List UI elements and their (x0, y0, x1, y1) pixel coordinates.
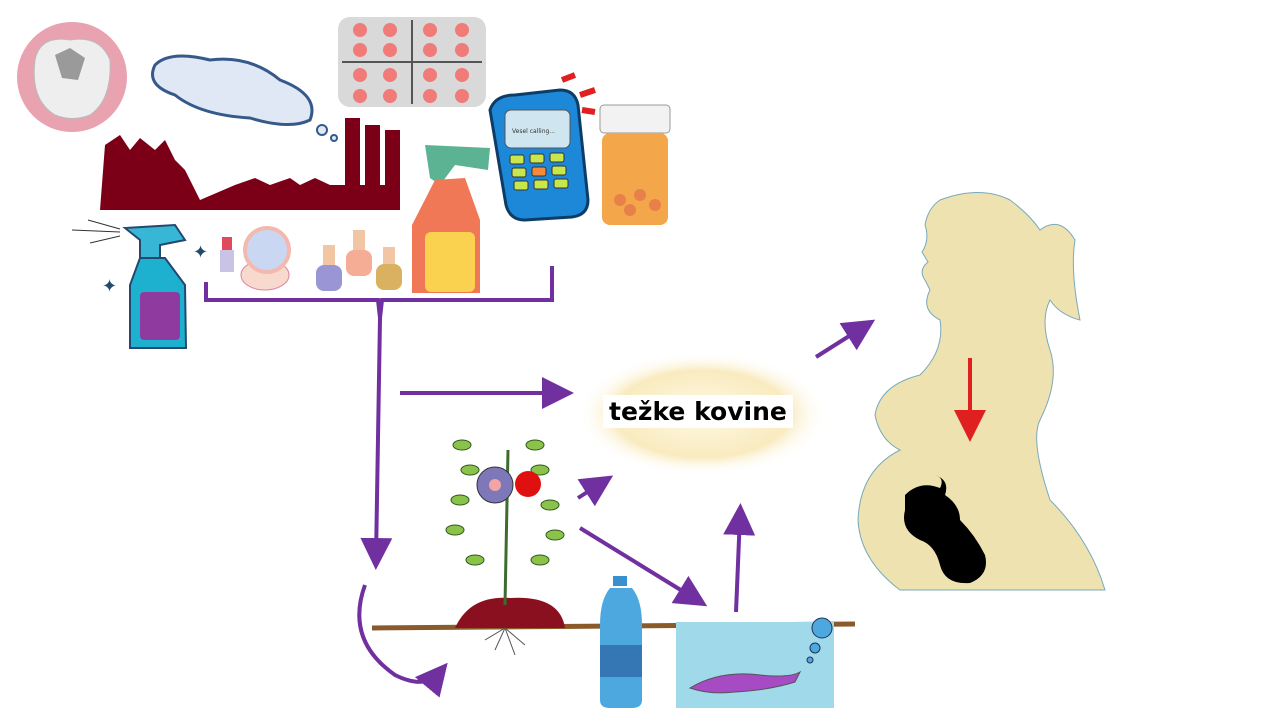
arrow-to-soil (360, 317, 393, 570)
phone-screen-text: Vesel calling... (512, 128, 555, 135)
cosmetics-icon (220, 226, 402, 291)
mobile-phone-icon: Vesel calling... (488, 72, 596, 222)
dental-filling-icon (17, 22, 127, 132)
factory-icon (100, 118, 400, 210)
fetus-icon (904, 475, 986, 584)
svg-text:✦: ✦ (193, 242, 208, 262)
arrow-metals-to-mother (814, 319, 876, 359)
pill-bottle-icon (599, 104, 671, 225)
flow-arrows (204, 266, 876, 698)
cleaning-spray-bottle-icon (412, 145, 490, 293)
plant-icon (445, 439, 565, 656)
arrow-plant-to-metals (576, 475, 614, 507)
arrow-plant-to-water (578, 526, 708, 607)
spray-bottle-icon: ✦ ✦ (71, 219, 208, 349)
svg-text:✦: ✦ (102, 276, 117, 296)
pregnant-woman-silhouette (857, 192, 1106, 591)
pill-blister-icon (338, 17, 486, 107)
water-tank-with-fish (676, 617, 834, 708)
arrow-water-to-metals (723, 503, 756, 613)
arrow-soil-cycle (357, 584, 448, 698)
smoke-cloud-icon (151, 54, 314, 126)
water-bottle-icon (600, 576, 642, 708)
heavy-metals-label: težke kovine (603, 395, 793, 428)
